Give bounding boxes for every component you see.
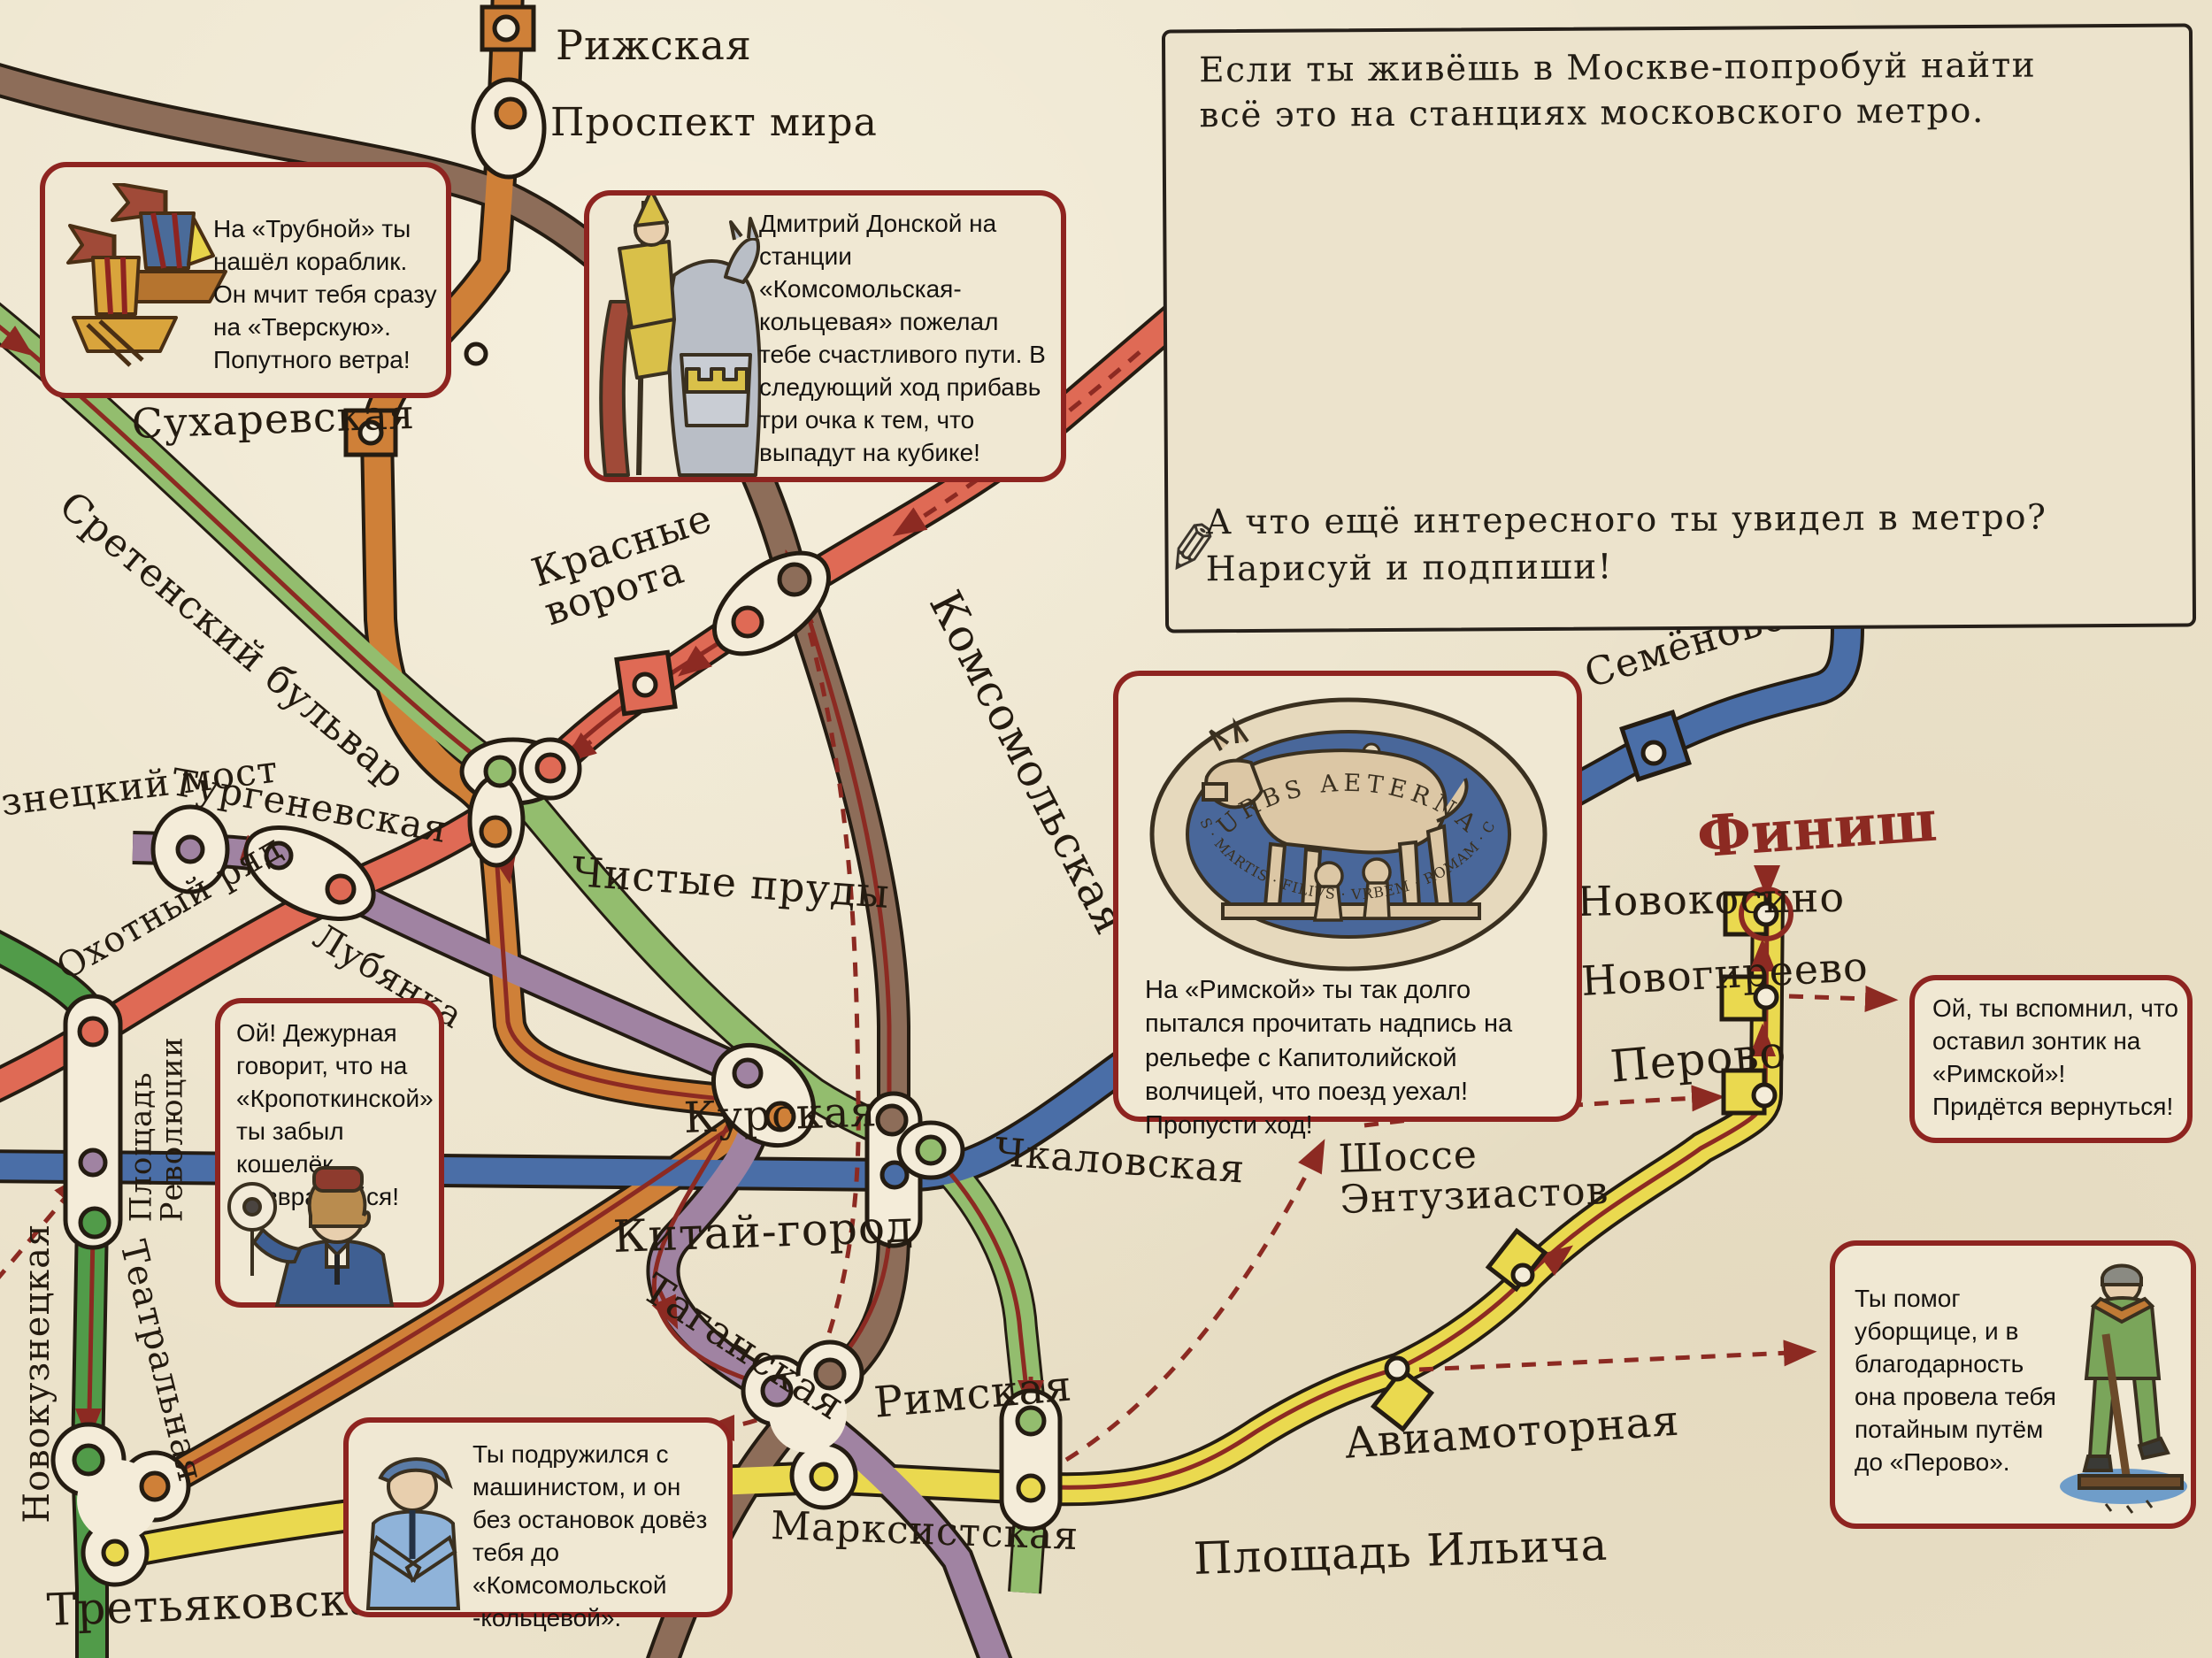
finish-marker bbox=[1739, 865, 1793, 941]
station-label-novokuznetskaya: Новокузнецкая bbox=[17, 1223, 58, 1524]
callout-driver: Ты подружился с машинистом, и он без ост… bbox=[343, 1417, 733, 1631]
station-tabs bbox=[343, 4, 1779, 1432]
station-label-pl_revolyutsii: Площадь Революции bbox=[123, 1036, 190, 1223]
station-dots bbox=[72, 96, 1047, 1567]
callout-knight-text: Дмитрий Донской на станции «Комсомольска… bbox=[759, 210, 1046, 466]
instruction-text-1: Если ты живёшь в Москве-попробуй найти в… bbox=[1199, 45, 2037, 135]
station-label-shosse: Шоссе Энтузиастов bbox=[1337, 1132, 1610, 1223]
callout-umbrella-text: Ой, ты вспомнил, что оставил зонтик на «… bbox=[1932, 994, 2178, 1120]
station-label-sukharevskaya: Сухаревская bbox=[130, 389, 416, 448]
callout-knight: Дмитрий Донской на станции «Комсомольска… bbox=[584, 190, 1066, 482]
capitoline-wolf-medallion: URBS AETERNA ROMVLVS · MARTIS · FILIVS ·… bbox=[1118, 688, 1548, 971]
station-label-kurskaya: Курская bbox=[682, 1086, 879, 1143]
instruction-box: Если ты живёшь в Москве-попробуй найти в… bbox=[1148, 23, 2197, 633]
callout-cleaner: Ты помог уборщице, и в благодарность она… bbox=[1830, 1240, 2196, 1529]
station-label-prospekt: Проспект мира bbox=[550, 100, 878, 145]
callout-ship: На «Трубной» ты нашёл кораблик. Он мчит … bbox=[40, 162, 451, 398]
station-label-riga: Рижская bbox=[556, 21, 752, 69]
cleaner-with-broom-illustration bbox=[2060, 1263, 2187, 1514]
callout-umbrella: Ой, ты вспомнил, что оставил зонтик на «… bbox=[1909, 975, 2193, 1143]
train-driver-illustration bbox=[365, 1457, 461, 1610]
callout-driver-text: Ты подружился с машинистом, и он без ост… bbox=[472, 1440, 708, 1631]
callout-wolf-text: На «Римской» ты так долго пытался прочит… bbox=[1145, 976, 1513, 1140]
station-label-novokosino: Новокосино bbox=[1576, 872, 1846, 925]
station-label-kitay: Китай-город bbox=[611, 1201, 915, 1263]
knight-on-horse-illustration bbox=[599, 196, 761, 477]
callout-wolf: URBS AETERNA ROMVLVS · MARTIS · FILIVS ·… bbox=[1113, 671, 1582, 1140]
sailboats-illustration bbox=[66, 183, 227, 367]
callout-attendant: Ой! Дежурная говорит, что на «Кропоткинс… bbox=[215, 998, 444, 1308]
metro-attendant-illustration bbox=[227, 1166, 395, 1307]
callout-ship-text: На «Трубной» ты нашёл кораблик. Он мчит … bbox=[213, 215, 437, 373]
callout-cleaner-text: Ты помог уборщице, и в благодарность она… bbox=[1855, 1285, 2056, 1476]
station-label-marksistskaya: Марксистская bbox=[770, 1503, 1079, 1560]
instruction-text-2: А что ещё интересного ты увидел в метро?… bbox=[1205, 497, 2047, 589]
